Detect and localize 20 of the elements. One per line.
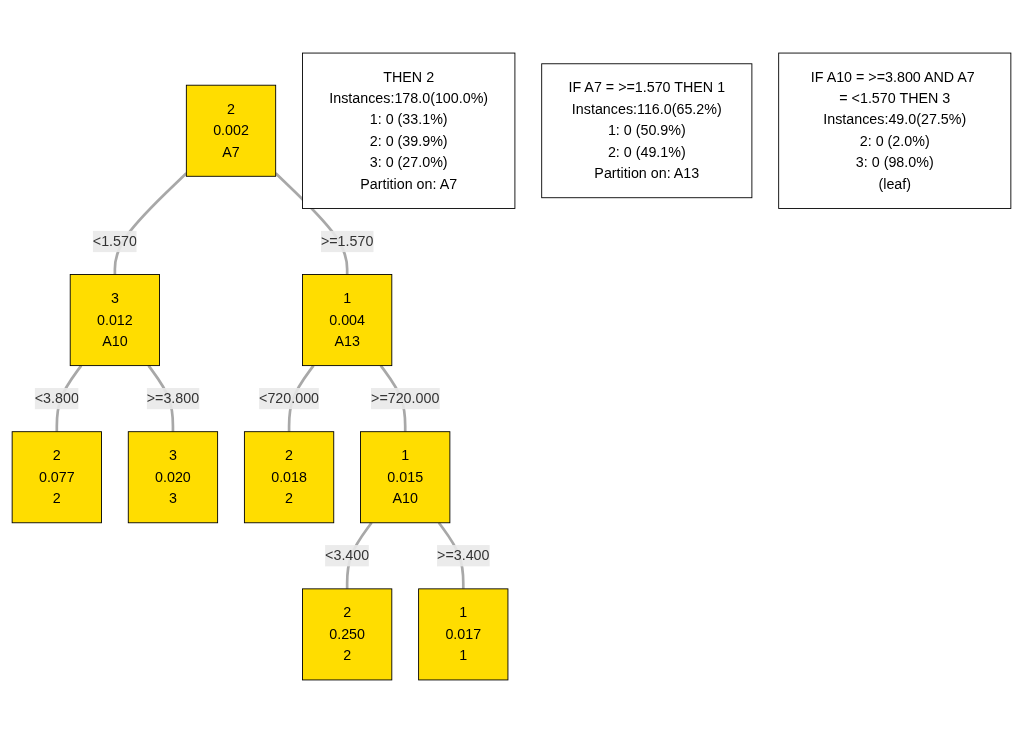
node-box: 1 0.004 A13 <box>302 274 393 367</box>
edge-label: >=3.800 <box>146 390 200 406</box>
node-box: THEN 2 Instances:178.0(100.0%) 1: 0 (33.1%) 2: 0 (39.9%) 3: 0 (27.0%) Partition on: A7 <box>302 52 516 209</box>
node-box: 2 0.002 A7 <box>185 84 277 177</box>
node-box: 1 0.017 1 <box>418 588 509 681</box>
edge-label: >=1.570 <box>320 233 374 249</box>
edge-label: <3.400 <box>325 547 370 563</box>
node-box: 3 0.012 A10 <box>69 274 160 367</box>
edge-label: <3.800 <box>34 390 79 406</box>
edge-label: <1.570 <box>92 233 137 249</box>
node-box: 2 0.077 2 <box>11 431 102 524</box>
node-box: 2 0.250 2 <box>302 588 393 681</box>
edge-label: >=3.400 <box>437 547 490 563</box>
node-box: 1 0.015 A10 <box>360 431 451 524</box>
node-box: IF A7 = >=1.570 THEN 1 Instances:116.0(65.2%) 1: 0 (50.9%) 2: 0 (49.1%) Partition on: A13 <box>541 63 753 199</box>
node-box: 2 0.018 2 <box>243 431 335 524</box>
edge-label: >=720.000 <box>371 390 440 406</box>
node-box: IF A10 = >=3.800 AND A7 = <1.570 THEN 3 Instances:49.0(27.5%) 2: 0 (2.0%) 3: 0 (98.0%) (leaf) <box>778 52 1012 209</box>
edge-label: <720.000 <box>259 390 320 406</box>
node-box: 3 0.020 3 <box>127 431 219 524</box>
